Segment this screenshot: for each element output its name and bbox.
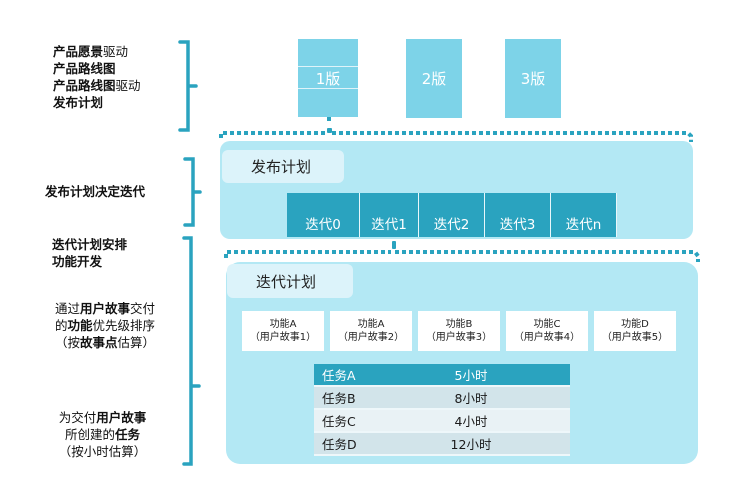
feature-story: （用户故事3） (425, 332, 493, 343)
task-table: 任务A 5小时 任务B 8小时 任务C 4小时 任务D 12小时 (314, 364, 570, 456)
bracket-release (183, 157, 202, 227)
text: 驱动 (115, 78, 141, 93)
task-name: 任务B (322, 391, 356, 406)
feature-story: （用户故事1） (249, 332, 317, 343)
feature-name: 功能A (357, 319, 385, 330)
task-hours: 5小时 (454, 368, 488, 383)
feature-card: 功能C （用户故事4） (506, 311, 588, 351)
bracket-iteration (182, 236, 201, 466)
feature-card: 功能A （用户故事1） (242, 311, 324, 351)
dotted-line-iteration (224, 250, 700, 262)
text: 产品愿景 (53, 44, 104, 59)
task-hours: 4小时 (454, 414, 488, 429)
task-name: 任务A (322, 368, 356, 383)
text: 产品路线图 (53, 61, 116, 76)
iteration-2: 迭代2 (419, 193, 485, 237)
feature-card: 功能D （用户故事5） (594, 311, 676, 351)
feature-card: 功能B （用户故事3） (418, 311, 500, 351)
iteration-plan-title: 迭代计划 (227, 264, 353, 298)
release-label: 3版 (520, 70, 546, 88)
task-row: 任务B 8小时 (314, 387, 570, 410)
release-box-3: 3版 (505, 39, 561, 118)
label-release-decides-iteration: 发布计划决定迭代 (45, 184, 146, 199)
iteration-1: 迭代1 (360, 193, 419, 237)
connector-iteration-1 (392, 241, 396, 249)
task-row: 任务D 12小时 (314, 433, 570, 456)
dotted-line-release (219, 131, 693, 142)
feature-story: （用户故事2） (337, 332, 405, 343)
task-row-header: 任务A 5小时 (314, 364, 570, 387)
text: 功能开发 (52, 254, 103, 269)
label-vision-roadmap: 产品愿景驱动 产品路线图 产品路线图驱动 发布计划 (53, 43, 141, 111)
text: 发布计划 (53, 95, 104, 110)
task-hours: 12小时 (450, 437, 492, 452)
text: 迭代计划安排 (52, 237, 128, 252)
feature-story: （用户故事5） (601, 332, 669, 343)
connector-release-1b (327, 128, 332, 133)
iteration-n: 迭代n (551, 193, 617, 237)
feature-list: 功能A （用户故事1） 功能A （用户故事2） 功能B （用户故事3） 功能C … (242, 311, 676, 351)
task-name: 任务C (322, 414, 356, 429)
iteration-3: 迭代3 (485, 193, 551, 237)
feature-name: 功能B (445, 319, 473, 330)
feature-name: 功能A (269, 319, 297, 330)
label-iteration-plan: 迭代计划安排 功能开发 (52, 236, 127, 270)
bracket-vision (178, 40, 198, 132)
label-tasks: 为交付用户故事 所创建的任务 （按小时估算） (58, 410, 147, 459)
release-box-1: 1版 (298, 39, 358, 117)
release-label: 1版 (315, 69, 341, 88)
release-label: 2版 (421, 70, 447, 88)
iteration-0: 迭代0 (287, 193, 360, 237)
feature-story: （用户故事4） (513, 332, 581, 343)
text: 产品路线图 (53, 78, 116, 93)
release-plan-title: 发布计划 (222, 150, 344, 183)
label-feature-priority: 通过用户故事交付 的功能优先级排序 （按故事点估算） (54, 301, 156, 350)
feature-name: 功能D (621, 319, 649, 330)
task-row: 任务C 4小时 (314, 410, 570, 433)
text: 驱动 (103, 44, 129, 59)
feature-card: 功能A （用户故事2） (330, 311, 412, 351)
task-hours: 8小时 (454, 391, 488, 406)
task-name: 任务D (322, 437, 357, 452)
connector-release-1 (327, 117, 331, 121)
feature-name: 功能C (533, 319, 561, 330)
iteration-list: 迭代0 迭代1 迭代2 迭代3 迭代n (287, 193, 617, 237)
release-box-2: 2版 (406, 39, 462, 118)
